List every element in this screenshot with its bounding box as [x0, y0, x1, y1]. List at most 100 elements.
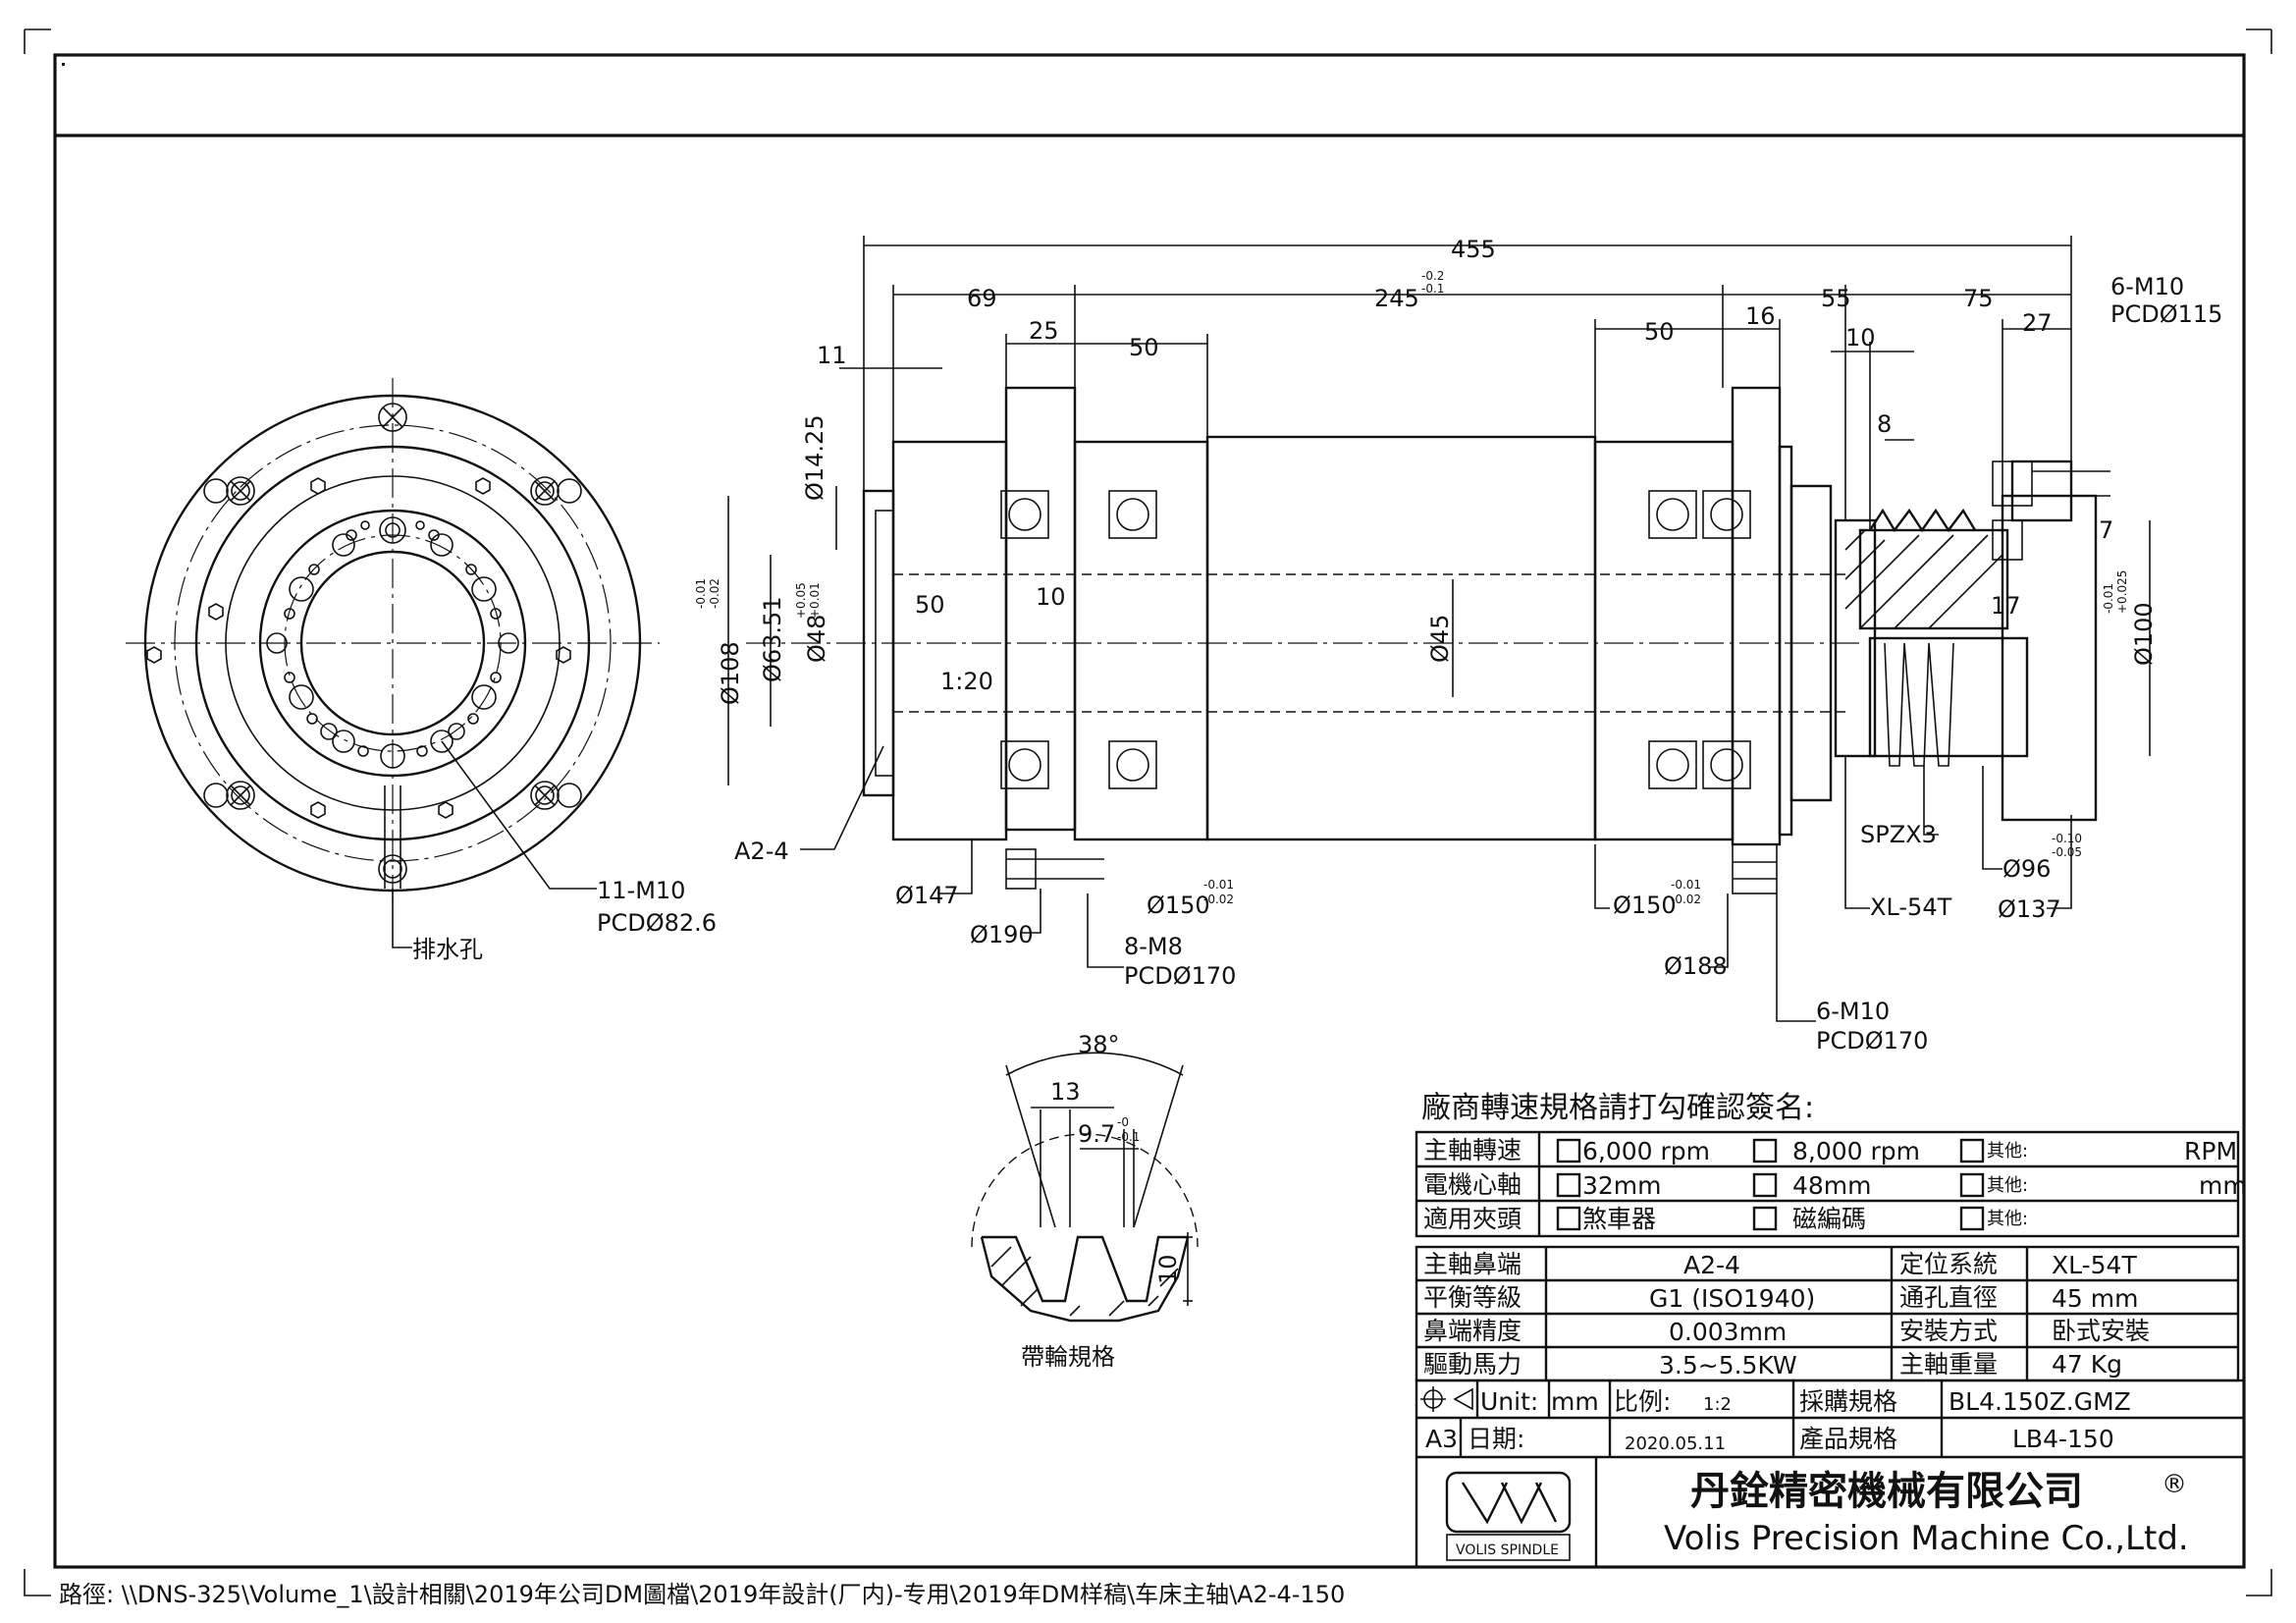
dim-dia-150-rear-tol-up: -0.01: [1671, 878, 1701, 892]
belt-detail-caption: 帶輪規格: [1021, 1343, 1115, 1371]
dim-dia-108-tol-dn: -0.02: [708, 578, 721, 609]
front-bolt-m8: 8-M8: [1124, 933, 1183, 960]
drawing-frame: [53, 53, 2246, 1569]
paper-size: A3: [1425, 1425, 1458, 1453]
confirm-row1-opt2: 8,000 rpm: [1792, 1137, 1920, 1165]
registered-mark: ®: [2162, 1470, 2187, 1499]
spec-row1-key2: 定位系統: [1899, 1250, 1998, 1278]
rear-bolt-m10-pcd: PCDØ170: [1816, 1027, 1928, 1055]
top-bolt-label: 6-M10: [2110, 273, 2184, 300]
spec-row1-key1: 主軸鼻端: [1423, 1250, 1522, 1278]
dim-dia-100-tol-up: -0.01: [2102, 583, 2115, 614]
side-view: [746, 386, 2110, 894]
confirm-row2-other: 其他:: [1987, 1175, 2028, 1196]
spec-row2-key2: 通孔直徑: [1899, 1283, 1998, 1312]
spec-row4-key2: 主軸重量: [1899, 1350, 1998, 1379]
dim-dia-150-front-tol-dn: -0.02: [1203, 893, 1234, 906]
confirm-row3-other: 其他:: [1987, 1209, 2028, 1229]
belt-angle: 38°: [1078, 1031, 1120, 1058]
confirm-row3-label: 適用夾頭: [1423, 1205, 1522, 1233]
spec-row3-key2: 安裝方式: [1899, 1317, 1998, 1345]
unit-label: Unit:: [1480, 1387, 1538, 1416]
spec-row3-val2: 卧式安裝: [2052, 1317, 2150, 1345]
dim-dia-100: Ø100: [2130, 602, 2158, 666]
dim-dia-150-front: Ø150: [1147, 892, 1210, 919]
dim-dia-100-tol-dn: +0.025: [2115, 570, 2129, 614]
confirm-row1-opt1: 6,000 rpm: [1582, 1137, 1710, 1165]
confirm-row2-opt1: 32mm: [1582, 1171, 1662, 1200]
dim-dia-63: Ø63.51: [759, 596, 786, 682]
dim-245-tol-up: -0.2: [1421, 269, 1444, 283]
spec-confirm-title: 廠商轉速規格請打勾確認簽名:: [1421, 1091, 1814, 1125]
unit-value: mm: [1551, 1387, 1599, 1416]
dim-10-inner: 10: [1036, 583, 1066, 611]
confirm-row1-other: 其他:: [1987, 1141, 2028, 1162]
dim-17: 17: [1991, 592, 2021, 620]
front-bolt-m8-pcd: PCDØ170: [1124, 962, 1236, 990]
dim-50-front: 50: [1129, 334, 1159, 361]
company-logo: [1445, 1471, 1572, 1561]
spec-row3-val1: 0.003mm: [1669, 1318, 1787, 1346]
dim-dia-150-rear: Ø150: [1613, 892, 1677, 919]
front-bolt-label: 11-M10: [597, 877, 685, 904]
dim-25: 25: [1029, 317, 1059, 345]
dim-dia-96: Ø96: [2002, 855, 2051, 883]
bottom-leaders: [800, 745, 2072, 1022]
spec-row3-key1: 鼻端精度: [1423, 1317, 1522, 1345]
product-label: 產品規格: [1799, 1425, 1897, 1453]
dim-dia-150-rear-tol-dn: -0.02: [1671, 893, 1701, 906]
spec-confirm-table: [1415, 1130, 2240, 1238]
rear-bolt-m10: 6-M10: [1816, 998, 1890, 1025]
dim-dia-190: Ø190: [970, 921, 1034, 948]
drain-hole-label: 排水孔: [412, 936, 483, 963]
corner-marks: [24, 28, 2272, 1596]
dim-dia-48: Ø48: [803, 615, 830, 663]
spec-row1-val2: XL-54T: [2052, 1251, 2137, 1279]
logo-caption: VOLIS SPINDLE: [1456, 1542, 1559, 1558]
dim-dia-48-tol-dn: +0.01: [808, 582, 822, 619]
spec-row4-val2: 47 Kg: [2052, 1350, 2122, 1379]
confirm-row1-unit: RPM: [2184, 1137, 2237, 1165]
date-value: 2020.05.11: [1625, 1434, 1726, 1454]
dim-dia-96-tol-dn: -0.05: [2052, 845, 2082, 859]
belt-width-97-tol-up: -0: [1117, 1115, 1129, 1129]
date-label: 日期:: [1468, 1425, 1524, 1453]
dim-dia-45: Ø45: [1426, 615, 1454, 663]
dim-50-rear: 50: [1644, 318, 1675, 346]
belt-width-13: 13: [1050, 1078, 1081, 1106]
footer-path: 路徑: \\DNS-325\Volume_1\設計相關\2019年公司DM圖檔\…: [59, 1581, 1345, 1608]
dim-dia-137: Ø137: [1998, 895, 2061, 923]
dim-455: 455: [1451, 236, 1496, 263]
dim-10: 10: [1845, 324, 1876, 352]
dim-7: 7: [2099, 516, 2113, 544]
title-block: [1415, 1379, 2246, 1569]
dim-dia-14: Ø14.25: [801, 414, 828, 501]
spec-row2-key1: 平衡等級: [1423, 1283, 1522, 1312]
dim-dia-108-tol-up: -0.01: [694, 578, 708, 609]
belt-width-97: 9.7: [1078, 1120, 1115, 1148]
diameter-vertical-dims: [727, 486, 2151, 785]
purchase-value: BL4.150Z.GMZ: [1949, 1387, 2131, 1416]
dim-dia-96-tol-up: -0.10: [2052, 832, 2082, 845]
scale-value: 1:2: [1703, 1394, 1732, 1415]
belt-height-10: 10: [1154, 1254, 1182, 1284]
spec-row2-val2: 45 mm: [2052, 1284, 2138, 1313]
dim-dia-48-tol-up: +0.05: [794, 582, 808, 619]
purchase-label: 採購規格: [1799, 1387, 1897, 1416]
dim-75: 75: [1963, 285, 1994, 312]
dim-8: 8: [1877, 410, 1892, 438]
confirm-row3-opt1: 煞車器: [1582, 1205, 1656, 1233]
scale-label: 比例:: [1614, 1387, 1671, 1416]
confirm-row2-opt2: 48mm: [1792, 1171, 1872, 1200]
confirm-row1-label: 主軸轉速: [1423, 1136, 1522, 1164]
dim-dia-147: Ø147: [895, 882, 959, 909]
belt-type-label: SPZX3: [1860, 821, 1937, 848]
company-name-en: Volis Precision Machine Co.,Ltd.: [1664, 1519, 2189, 1558]
dim-50-inner: 50: [915, 591, 945, 619]
taper-ratio: 1:20: [940, 668, 993, 695]
spec-row2-val1: G1 (ISO1940): [1649, 1284, 1815, 1313]
dim-dia-188: Ø188: [1664, 952, 1728, 980]
top-dimensions: [839, 236, 2072, 530]
belt-width-97-tol-dn: -0.1: [1117, 1130, 1140, 1144]
dim-55: 55: [1821, 285, 1851, 312]
